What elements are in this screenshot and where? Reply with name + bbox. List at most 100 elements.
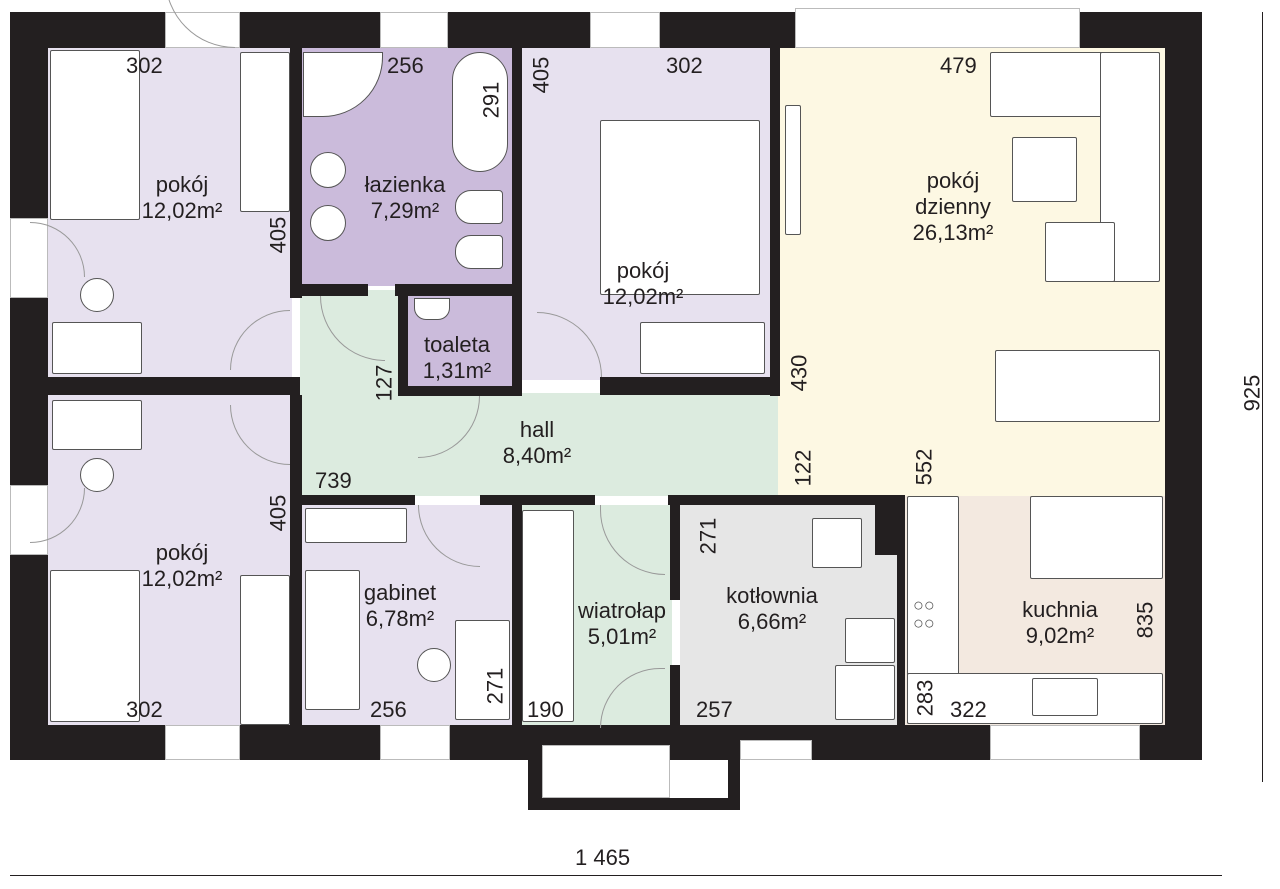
room-name: kotłownia	[726, 583, 818, 608]
dimension: 302	[126, 697, 163, 722]
wall	[1165, 12, 1202, 760]
window	[590, 12, 660, 48]
wardrobe	[240, 52, 290, 212]
window	[542, 745, 670, 798]
wall	[668, 495, 903, 505]
sink	[310, 152, 346, 188]
room-name: łazienka	[364, 172, 446, 197]
bathtub	[452, 52, 508, 172]
desk	[455, 620, 510, 720]
dimension: 835	[1132, 601, 1158, 639]
wall	[290, 395, 302, 725]
chair	[80, 458, 114, 492]
wall	[300, 284, 368, 296]
dimension: 430	[786, 354, 812, 392]
wall	[528, 725, 542, 810]
room-name: gabinet	[363, 580, 437, 605]
dimension: 479	[940, 53, 977, 78]
window	[380, 725, 450, 760]
dining-table	[995, 350, 1160, 422]
wall	[398, 386, 522, 396]
wall	[897, 495, 905, 725]
wall	[512, 48, 522, 396]
room-area: 6,78m²	[365, 606, 435, 631]
wall	[770, 48, 780, 396]
room-name: dzienny	[915, 194, 991, 219]
sofa	[1100, 52, 1160, 282]
room-area: 1,31m²	[422, 358, 492, 383]
bed	[600, 120, 760, 295]
wall	[480, 495, 595, 505]
wall	[300, 495, 415, 505]
dimension-line-width	[10, 875, 1222, 876]
wall	[290, 48, 302, 298]
stove: ○○○○	[913, 595, 935, 633]
bed	[50, 50, 140, 220]
dimension: 122	[790, 449, 816, 487]
room-name: pokój	[155, 540, 209, 565]
room-name: pokój	[155, 172, 209, 197]
dimension-line-height	[1262, 12, 1263, 782]
window	[795, 8, 1080, 48]
overall-height: 925	[1239, 374, 1265, 412]
room-area: 6,66m²	[737, 609, 807, 634]
room-area: 12,02m²	[141, 566, 223, 591]
toilet	[455, 190, 503, 224]
window	[740, 740, 812, 760]
wall	[670, 665, 680, 760]
window	[990, 725, 1140, 760]
room-area: 5,01m²	[587, 624, 657, 649]
desk	[52, 322, 142, 374]
dimension: 291	[478, 81, 504, 119]
wall	[670, 505, 680, 600]
dimension: 256	[387, 53, 424, 78]
shelf	[305, 508, 407, 543]
dimension: 302	[666, 53, 703, 78]
dimension: 271	[695, 517, 721, 555]
dimension: 322	[950, 697, 987, 722]
dimension: 405	[265, 216, 291, 254]
dimension: 405	[265, 494, 291, 532]
wall	[10, 12, 48, 760]
bidet	[455, 235, 503, 269]
armchair	[1045, 222, 1115, 282]
room-name: pokój	[616, 258, 670, 283]
room-area: 8,40m²	[502, 443, 572, 468]
wall	[512, 505, 522, 725]
window	[165, 725, 240, 760]
room-area: 9,02m²	[1025, 623, 1095, 648]
dimension: 302	[126, 53, 163, 78]
room-name: hall	[519, 417, 555, 442]
dimension: 405	[528, 56, 554, 94]
dimension: 271	[482, 667, 508, 705]
wall	[48, 377, 300, 395]
room-area: 26,13m²	[912, 220, 994, 245]
coffee-table	[1012, 137, 1077, 202]
wall	[395, 284, 520, 296]
wardrobe	[240, 575, 290, 725]
room-name: wiatrołap	[577, 598, 667, 623]
dimension: 190	[527, 697, 564, 722]
tv-unit	[785, 105, 801, 235]
room-area: 7,29m²	[370, 198, 440, 223]
shower	[303, 52, 383, 117]
room-area: 12,02m²	[602, 284, 684, 309]
room-name: toaleta	[423, 332, 491, 357]
wall	[728, 740, 740, 810]
dimension: 552	[911, 448, 937, 486]
washer	[835, 665, 895, 720]
sofa	[305, 570, 360, 710]
dimension: 739	[315, 468, 352, 493]
wall	[528, 798, 740, 810]
